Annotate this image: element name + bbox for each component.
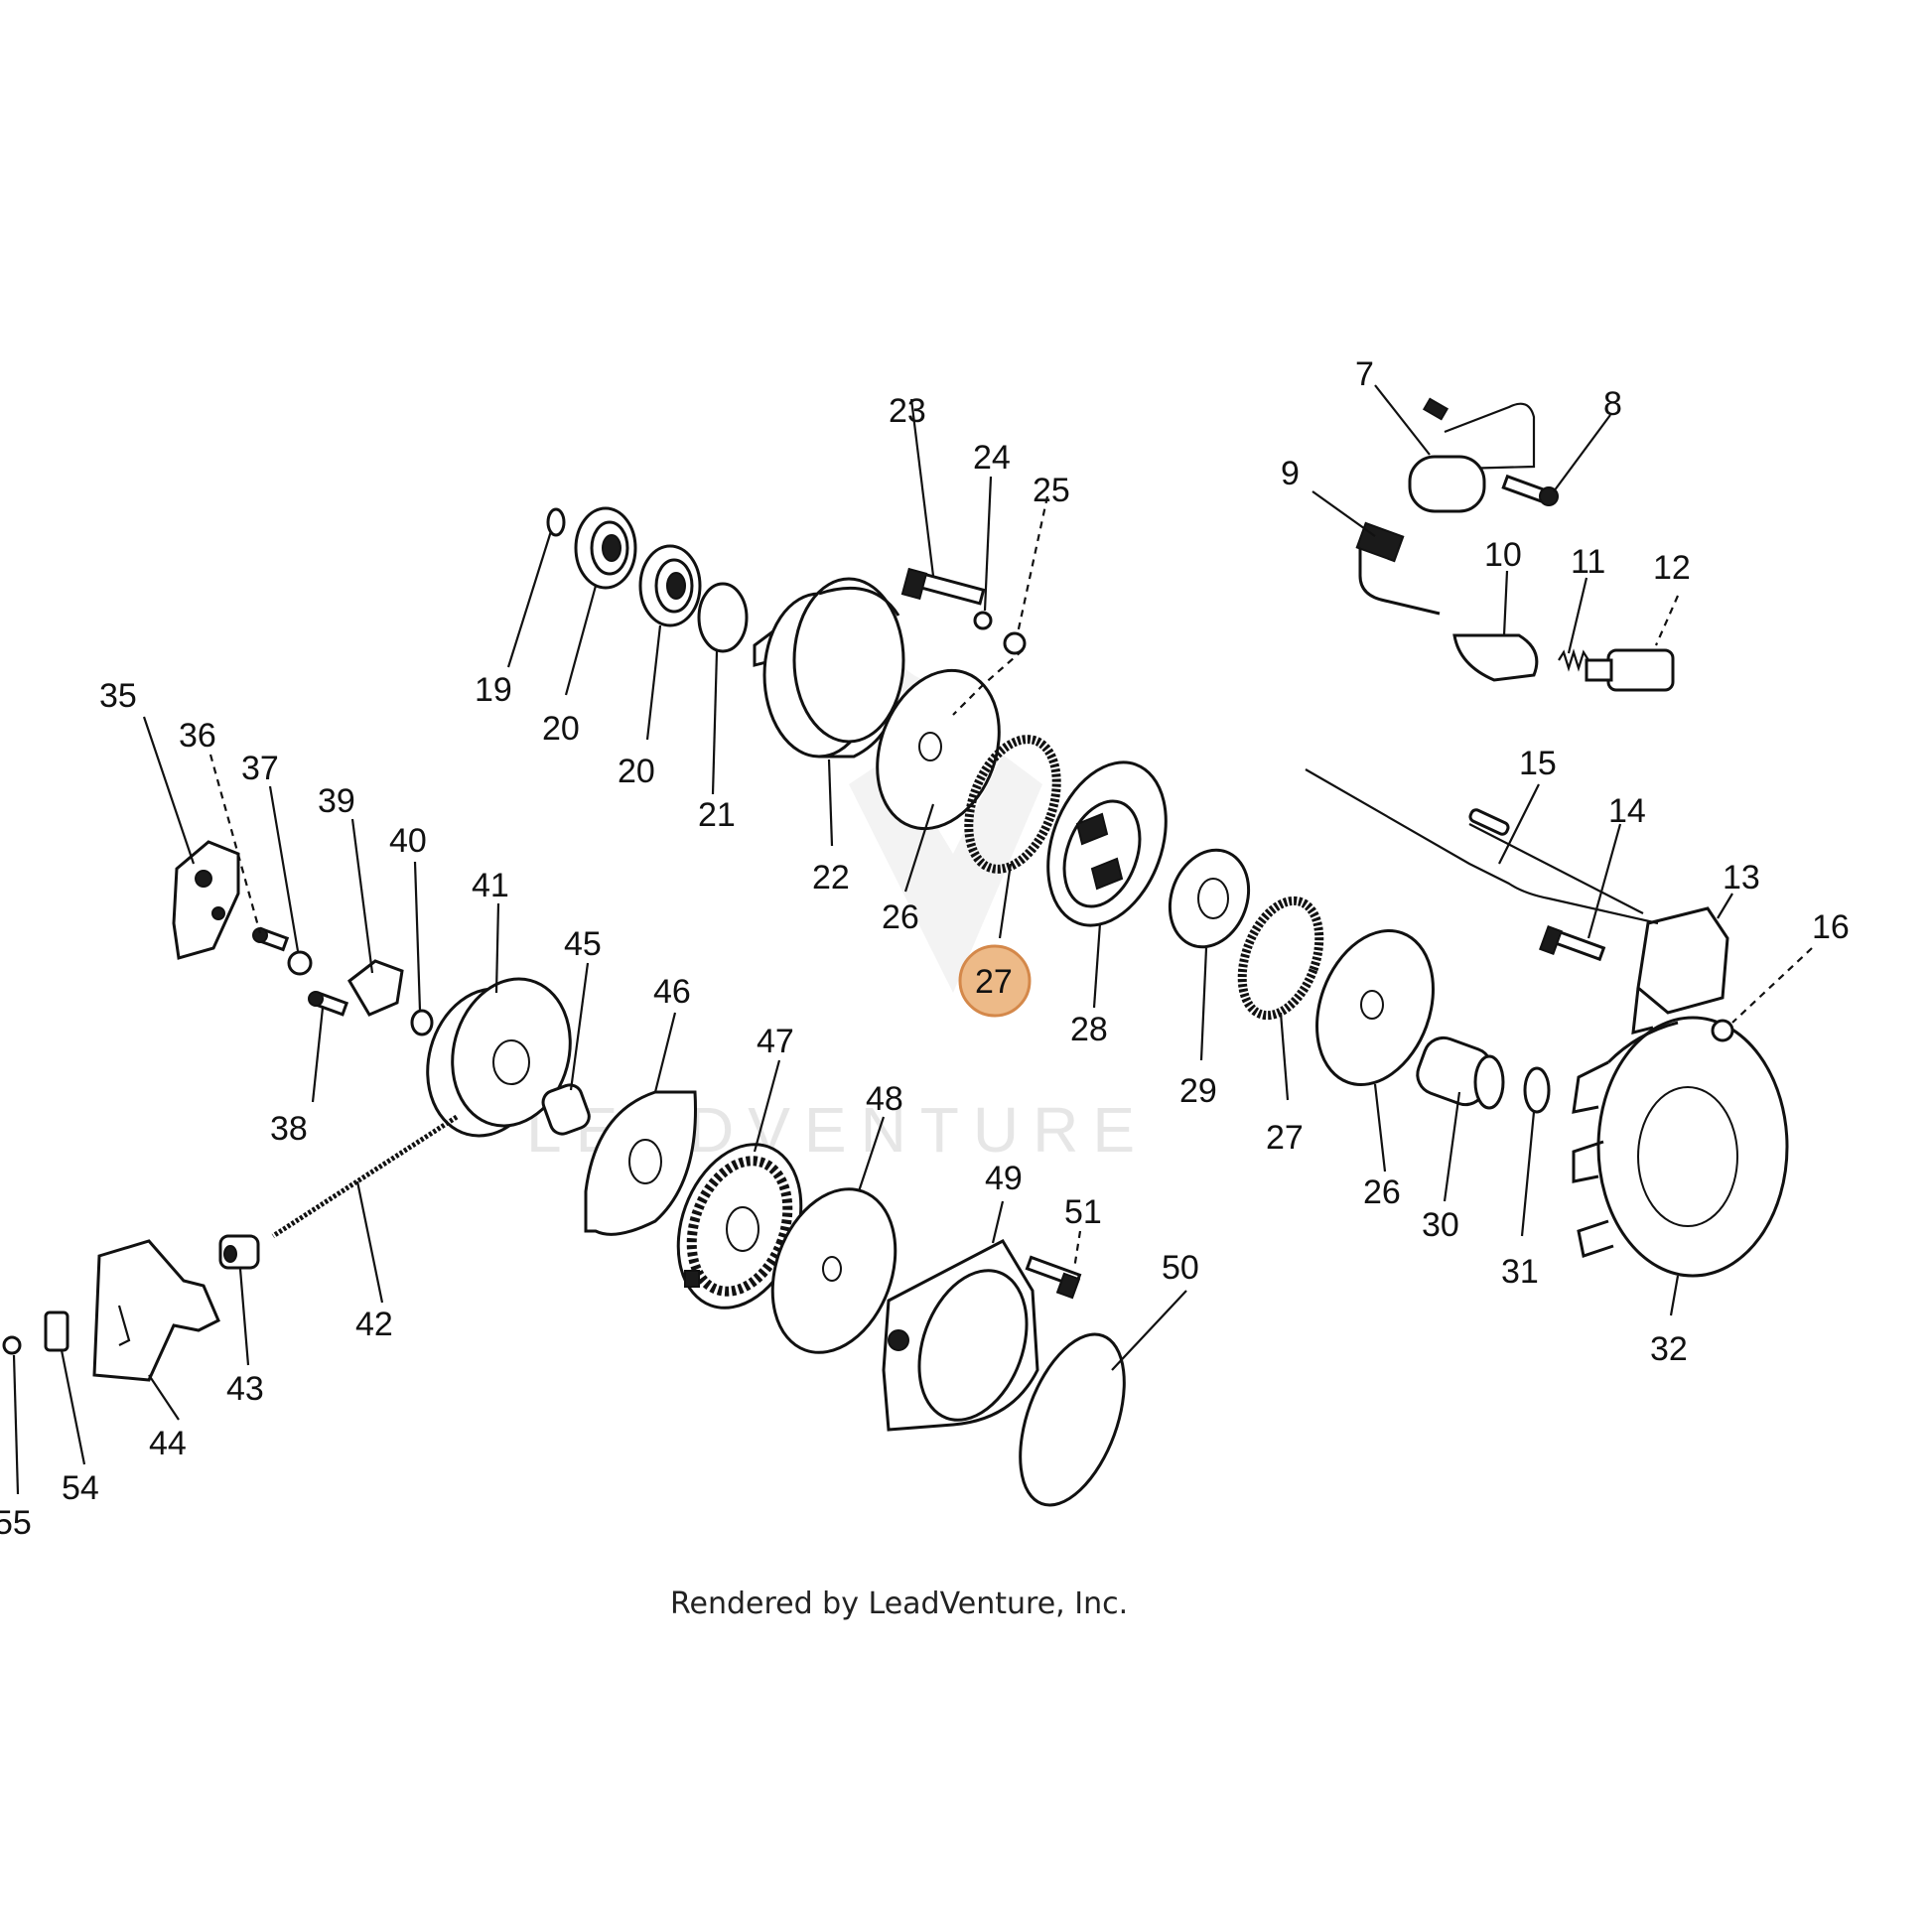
part-48-plate[interactable] [751,1172,916,1369]
part-9-plug-cap[interactable] [1355,521,1441,616]
callout-32[interactable]: 32 [1650,1330,1688,1368]
callout-54[interactable]: 54 [62,1469,99,1507]
callout-26[interactable]: 26 [882,898,919,936]
callout-38[interactable]: 38 [270,1110,308,1148]
callout-27[interactable]: 27 [975,963,1013,1001]
callout-20[interactable]: 20 [542,710,580,748]
callout-46[interactable]: 46 [653,973,691,1011]
callout-27-b[interactable]: 27 [1266,1119,1304,1157]
part-29-clutch-hub[interactable] [1157,839,1262,958]
part-50-cover[interactable] [1000,1320,1145,1519]
part-31-washer[interactable] [1523,1066,1551,1114]
part-15-lead-wire[interactable] [1305,768,1659,925]
callout-24[interactable]: 24 [973,439,1011,477]
callout-7[interactable]: 7 [1355,355,1374,393]
callout-47[interactable]: 47 [757,1023,794,1060]
part-54-insert[interactable] [44,1311,69,1352]
callout-14[interactable]: 14 [1608,792,1646,830]
callout-30[interactable]: 30 [1422,1206,1459,1244]
callout-42[interactable]: 42 [355,1306,393,1343]
part-26-plate[interactable] [856,653,1020,846]
part-39-pawl[interactable] [347,959,404,1017]
leader-lines [12,384,1813,1495]
callout-13[interactable]: 13 [1723,859,1760,897]
part-37-washer[interactable] [287,950,313,976]
part-28-clutch-shoe[interactable] [1027,746,1187,941]
part-51-screw[interactable] [1025,1255,1082,1300]
part-13-pulser-coil[interactable] [1631,906,1729,1035]
part-44-starter-handle[interactable] [92,1239,220,1382]
callout-31[interactable]: 31 [1501,1253,1539,1291]
callout-12[interactable]: 12 [1653,549,1691,587]
part-46-plate[interactable] [584,1090,697,1236]
callout-41[interactable]: 41 [472,867,509,904]
callout-49[interactable]: 49 [985,1160,1023,1197]
callout-35[interactable]: 35 [99,677,137,715]
callout-39[interactable]: 39 [318,782,355,820]
part-10-boot[interactable] [1452,633,1539,682]
callout-40[interactable]: 40 [389,822,427,860]
part-43-rope-plug[interactable] [218,1234,260,1270]
part-14-screw[interactable] [1539,925,1606,962]
callout-45[interactable]: 45 [564,925,602,963]
callout-25[interactable]: 25 [1033,472,1070,509]
part-45-bushing[interactable] [540,1081,593,1137]
callout-28[interactable]: 28 [1070,1011,1108,1048]
callout-37[interactable]: 37 [241,750,279,787]
part-22-clutch-drum[interactable] [753,577,905,759]
callout-labels: 7 8 9 10 11 12 13 14 15 16 19 20 20 21 2… [0,355,1850,1542]
part-27-spring[interactable] [952,727,1073,881]
part-24-washer[interactable] [973,611,993,630]
part-40-spacer[interactable] [410,1009,434,1036]
callout-55[interactable]: 55 [0,1504,32,1542]
callout-36[interactable]: 36 [179,717,216,755]
callout-21[interactable]: 21 [698,796,736,834]
callout-10[interactable]: 10 [1484,536,1522,574]
part-19-clip[interactable] [546,507,566,537]
callout-23[interactable]: 23 [889,392,926,430]
part-25-washer[interactable] [1003,631,1027,655]
callout-20-b[interactable]: 20 [618,753,655,790]
callout-11[interactable]: 11 [1571,543,1605,581]
part-35-bracket[interactable] [172,840,240,960]
callout-8[interactable]: 8 [1603,385,1622,423]
callout-43[interactable]: 43 [226,1370,264,1408]
part-21-circlip[interactable] [697,582,749,653]
part-8-screw[interactable] [1501,474,1559,506]
callout-51[interactable]: 51 [1064,1193,1102,1231]
callout-48[interactable]: 48 [866,1080,903,1118]
part-11-spring[interactable] [1558,648,1589,672]
part-20-bearing[interactable] [574,506,637,590]
part-30-collar[interactable] [1412,1033,1505,1110]
part-16-grommet[interactable] [1711,1019,1734,1042]
credit-text: Rendered by LeadVenture, Inc. [670,1587,1128,1621]
part-7-coil[interactable] [1408,397,1536,513]
callout-44[interactable]: 44 [149,1425,187,1462]
part-47-recoil-spring[interactable] [656,1127,822,1324]
callout-16[interactable]: 16 [1812,908,1850,946]
callout-26-b[interactable]: 26 [1363,1173,1401,1211]
part-42-starter-rope[interactable] [271,1114,459,1239]
part-26-plate-2[interactable] [1297,914,1453,1101]
callout-29[interactable]: 29 [1179,1072,1217,1110]
part-41-starter-pulley[interactable] [412,966,587,1150]
part-12-terminal[interactable] [1585,648,1675,692]
part-36-screw[interactable] [252,926,290,952]
callout-9[interactable]: 9 [1281,455,1300,492]
highlight-marker [958,944,1032,1018]
part-20-bearing-2[interactable] [638,544,702,627]
callout-19[interactable]: 19 [475,671,512,709]
callout-22[interactable]: 22 [812,859,850,897]
part-32-flywheel[interactable] [1572,1016,1789,1278]
part-55-washer[interactable] [2,1335,22,1355]
part-27-spring-2[interactable] [1228,891,1334,1027]
part-49-starter-case[interactable] [882,1239,1046,1435]
callout-15[interactable]: 15 [1519,745,1557,782]
part-23-bolt[interactable] [900,567,986,606]
part-38-screw[interactable] [308,991,349,1017]
callout-50[interactable]: 50 [1162,1249,1199,1287]
